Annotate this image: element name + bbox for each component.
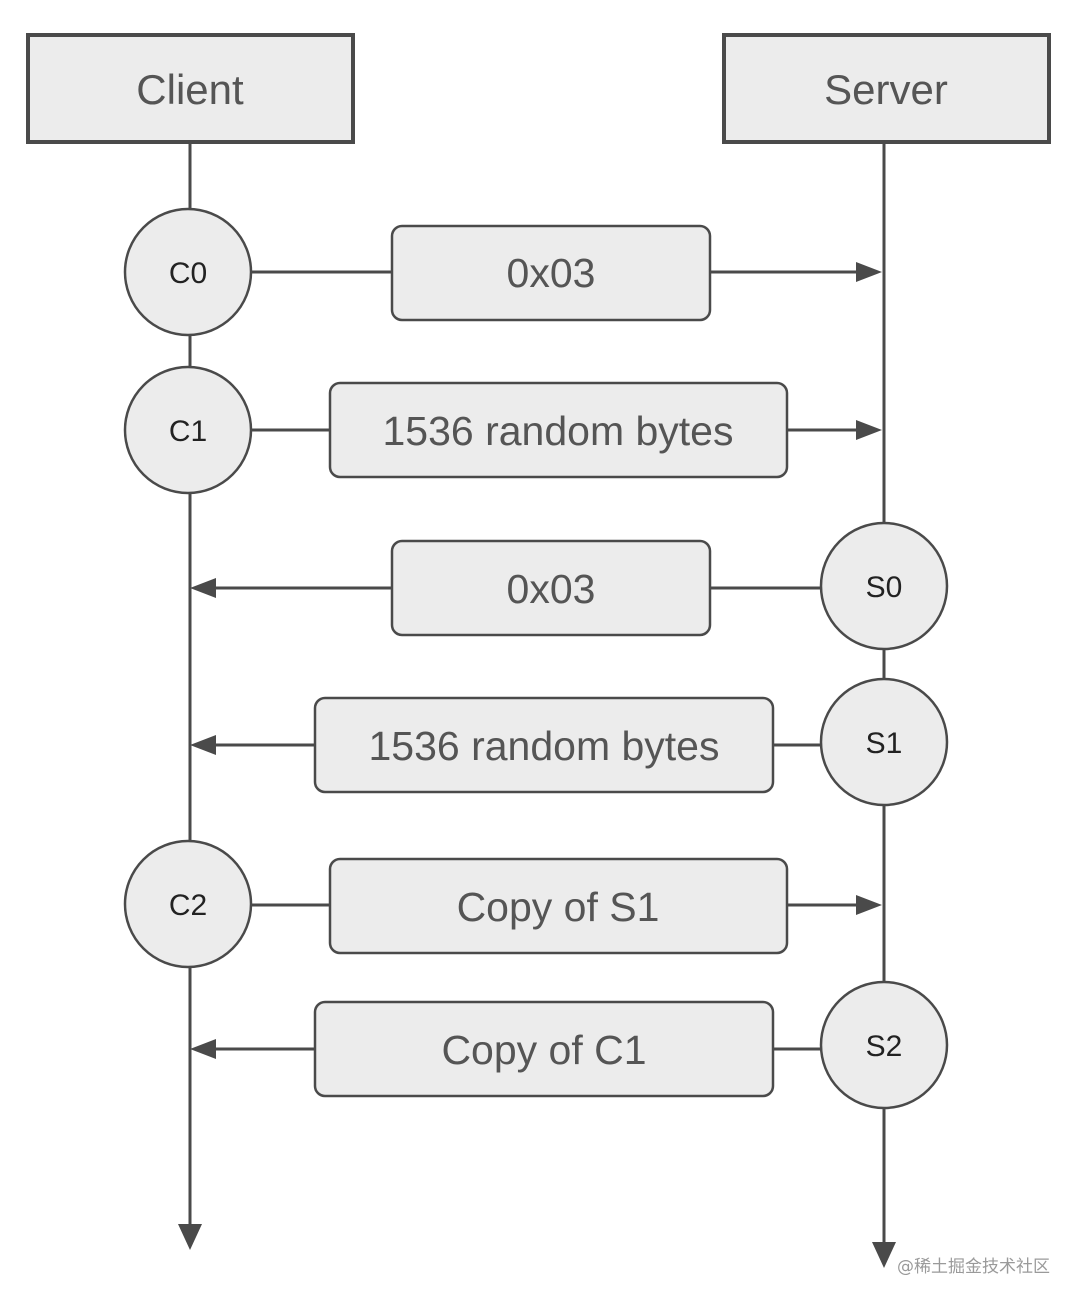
server-lifeline-arrowhead: [872, 1242, 896, 1268]
c1-node: [123, 365, 253, 495]
s1-node-label: S1: [866, 727, 903, 760]
c0-node-label: C0: [169, 257, 207, 290]
s1-message-box: [313, 696, 775, 794]
s2-arrowhead: [190, 1039, 216, 1059]
c2-node: [123, 839, 253, 969]
s2-node-label: S2: [866, 1030, 903, 1063]
c2-message-label: Copy of S1: [457, 884, 660, 930]
s0-message-label: 0x03: [507, 566, 596, 612]
client-label: Client: [136, 66, 244, 113]
c2-arrowhead: [856, 895, 882, 915]
client-box: [26, 33, 355, 144]
s0-node-label: S0: [866, 571, 903, 604]
c2-message-box: [328, 857, 789, 955]
s2-node: [819, 980, 949, 1110]
c0-message-box: [390, 224, 712, 322]
s2-message-box: [313, 1000, 775, 1098]
s1-message-label: 1536 random bytes: [368, 723, 719, 769]
c2-node-label: C2: [169, 889, 207, 922]
s0-node: [819, 521, 949, 651]
s1-node: [819, 677, 949, 807]
c0-node: [123, 207, 253, 337]
c1-node-label: C1: [169, 415, 207, 448]
s1-arrowhead: [190, 735, 216, 755]
s0-message-box: [390, 539, 712, 637]
watermark: @稀土掘金技术社区: [897, 1257, 1050, 1277]
s0-arrowhead: [190, 578, 216, 598]
server-box: [722, 33, 1051, 144]
c1-arrowhead: [856, 420, 882, 440]
client-lifeline-arrowhead: [178, 1224, 202, 1250]
s2-message-label: Copy of C1: [441, 1027, 646, 1073]
server-label: Server: [824, 66, 948, 113]
c0-message-label: 0x03: [507, 250, 596, 296]
c0-arrowhead: [856, 262, 882, 282]
c1-message-box: [328, 381, 789, 479]
c1-message-label: 1536 random bytes: [382, 408, 733, 454]
